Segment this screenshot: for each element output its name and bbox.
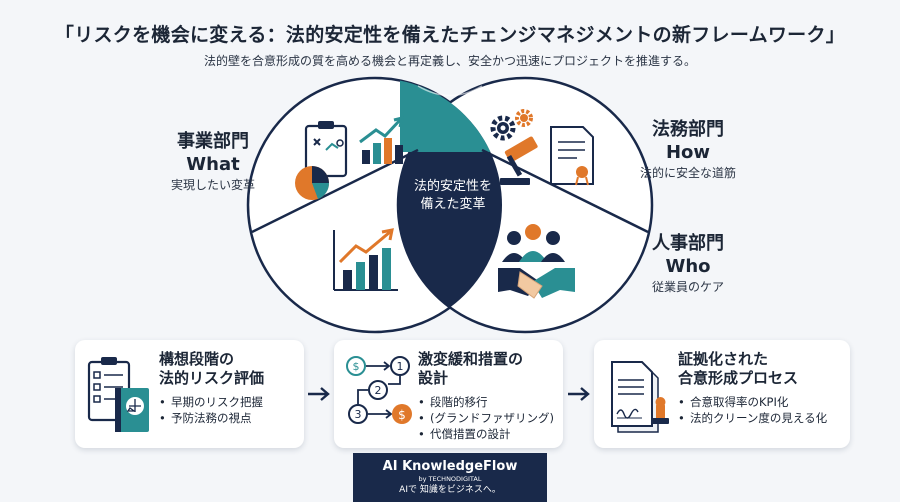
step3-title-line1: 証拠化された bbox=[678, 350, 769, 368]
signed-contract-icon bbox=[611, 361, 669, 433]
step3-title: 証拠化された 合意形成プロセス bbox=[678, 350, 798, 388]
page-subtitle: 法的壁を合意形成の質を高める機会と再定義し、安全かつ迅速にプロジェクトを推進する… bbox=[203, 54, 696, 68]
step2-title-line2: 設計 bbox=[418, 369, 449, 387]
step3-bullet: 法的クリーン度の見える化 bbox=[678, 410, 827, 426]
brand-footer: AI KnowledgeFlow by TECHNODIGITAL AIで 知識… bbox=[353, 453, 547, 502]
step2-bullet: (グランドファザリング) bbox=[418, 410, 554, 426]
brand-by: by TECHNODIGITAL bbox=[418, 475, 482, 483]
step3-bullet: 合意取得率のKPI化 bbox=[678, 394, 827, 410]
center-label-line2: 備えた変革 bbox=[420, 197, 486, 212]
dept-business-name: 事業部門 bbox=[177, 131, 249, 152]
step-card-mitigation: $ 1 2 3 $ 激変緩和措置の 設計 段階的移行 (グランドファザリング) … bbox=[334, 340, 563, 448]
dept-business-desc: 実現したい変革 bbox=[170, 178, 255, 192]
step1-title-line1: 構想段階の bbox=[159, 350, 235, 368]
brand-tagline: AIで 知識をビジネスへ。 bbox=[399, 485, 501, 495]
pie-chart-icon bbox=[295, 166, 330, 200]
divider-right bbox=[481, 148, 649, 234]
step2-title-line1: 激変緩和措置の bbox=[418, 350, 524, 368]
flow-number-2: 2 bbox=[375, 384, 382, 397]
center-label: 法的安定性を 備えた変革 bbox=[392, 178, 514, 214]
bar-chart-up-icon bbox=[359, 115, 404, 164]
dept-legal-en: How bbox=[665, 142, 711, 163]
dept-business: 事業部門 What 実現したい変革 bbox=[148, 130, 278, 194]
flow-number-3: 3 bbox=[355, 408, 362, 421]
people-icon bbox=[502, 224, 565, 262]
flow-symbol-end: $ bbox=[398, 408, 406, 422]
dept-business-en: What bbox=[186, 154, 240, 175]
step-card-consensus: 証拠化された 合意形成プロセス 合意取得率のKPI化 法的クリーン度の見える化 bbox=[594, 340, 850, 448]
venn-diagram bbox=[246, 76, 654, 334]
checklist-book-icon bbox=[87, 357, 149, 432]
arrow-right-icon bbox=[568, 387, 590, 401]
dept-hr-en: Who bbox=[665, 256, 711, 277]
dept-legal-desc: 法的に安全な道筋 bbox=[639, 166, 736, 180]
step2-bullets: 段階的移行 (グランドファザリング) 代償措置の設計 bbox=[418, 394, 554, 442]
step2-title: 激変緩和措置の 設計 bbox=[418, 350, 523, 388]
clipboard-icon bbox=[304, 121, 348, 178]
step-card-risk-assessment: 構想段階の 法的リスク評価 早期のリスク把握 予防法務の視点 bbox=[75, 340, 304, 448]
step2-bullet: 段階的移行 bbox=[418, 394, 554, 410]
step3-bullets: 合意取得率のKPI化 法的クリーン度の見える化 bbox=[678, 394, 827, 426]
flow-process-icon: $ 1 2 3 $ bbox=[346, 356, 412, 424]
brand-name: AI KnowledgeFlow bbox=[382, 459, 518, 474]
dept-hr: 人事部門 Who 従業員のケア bbox=[623, 232, 753, 296]
step1-title-line2: 法的リスク評価 bbox=[159, 369, 265, 387]
dept-hr-name: 人事部門 bbox=[652, 233, 724, 254]
page-title: 「リスクを機会に変える：法的安定性を備えたチェンジマネジメントの新フレームワーク… bbox=[54, 24, 846, 46]
step3-title-line2: 合意形成プロセス bbox=[678, 369, 799, 387]
gear-icon bbox=[490, 109, 533, 141]
flow-symbol-start: $ bbox=[353, 360, 360, 373]
dept-legal-name: 法務部門 bbox=[652, 119, 724, 140]
arrow-right-icon bbox=[308, 387, 330, 401]
step1-title: 構想段階の 法的リスク評価 bbox=[159, 350, 264, 388]
step1-bullet: 予防法務の視点 bbox=[159, 410, 263, 426]
step2-bullet: 代償措置の設計 bbox=[418, 426, 554, 442]
gavel-icon bbox=[500, 136, 538, 185]
dept-legal: 法務部門 How 法的に安全な道筋 bbox=[623, 118, 753, 182]
handshake-icon bbox=[498, 268, 575, 299]
document-icon bbox=[550, 126, 594, 186]
growth-chart-icon bbox=[333, 228, 398, 291]
center-label-line1: 法的安定性を bbox=[413, 179, 492, 194]
dept-hr-desc: 従業員のケア bbox=[651, 280, 724, 294]
step1-bullets: 早期のリスク把握 予防法務の視点 bbox=[159, 394, 263, 426]
step1-bullet: 早期のリスク把握 bbox=[159, 394, 263, 410]
flow-number-1: 1 bbox=[397, 360, 404, 373]
